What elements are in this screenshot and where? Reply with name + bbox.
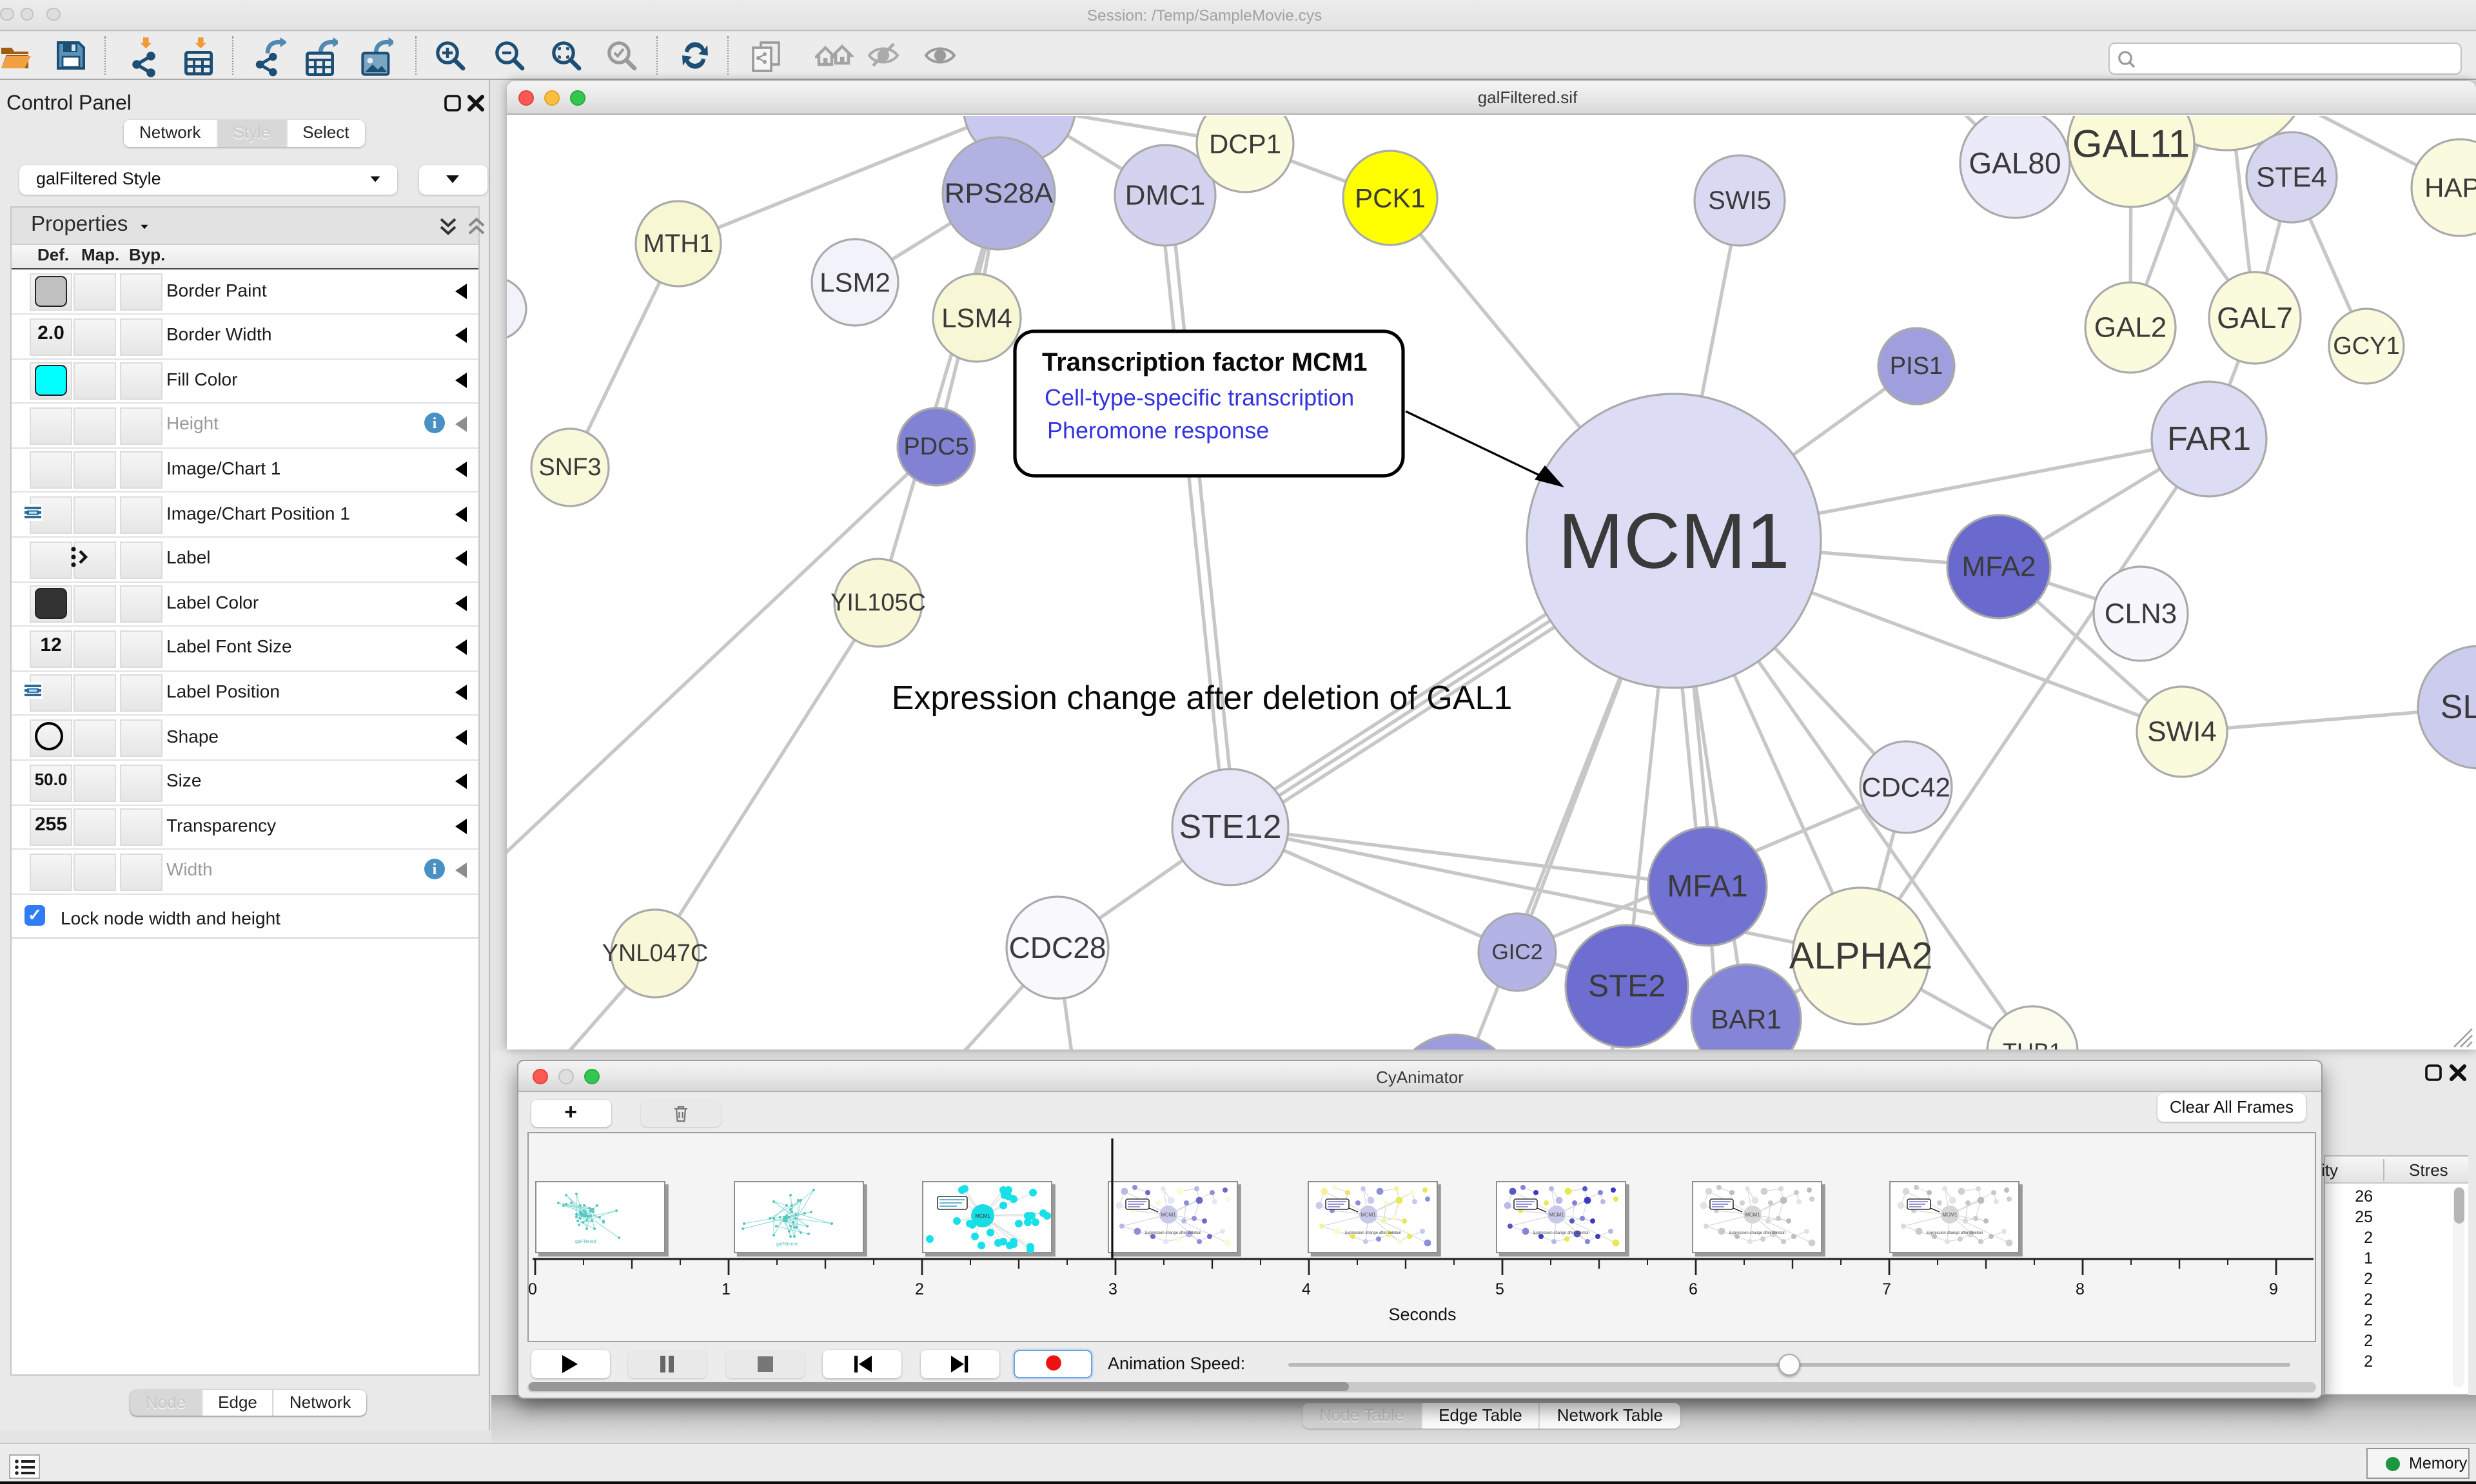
- svg-text:SLT2: SLT2: [2441, 688, 2476, 725]
- svg-text:CDC28: CDC28: [1009, 930, 1106, 964]
- svg-text:Expression change after deleti: Expression change after deletion: [1145, 1231, 1201, 1235]
- svg-text:Expression change after deleti: Expression change after deletion: [1729, 1231, 1785, 1235]
- svg-text:DCP1: DCP1: [1209, 128, 1281, 159]
- svg-text:PDC5: PDC5: [903, 433, 968, 460]
- svg-text:GCY1: GCY1: [2333, 332, 2399, 359]
- svg-text:MCM1: MCM1: [1160, 1211, 1175, 1217]
- svg-text:STE2: STE2: [1588, 969, 1665, 1003]
- svg-text:HAP2: HAP2: [2424, 172, 2476, 202]
- svg-text:BAR1: BAR1: [1711, 1004, 1782, 1034]
- svg-text:DMC1: DMC1: [1125, 179, 1206, 211]
- svg-text:ALPHA2: ALPHA2: [1789, 935, 1932, 977]
- svg-text:GAL80: GAL80: [1969, 146, 2061, 179]
- svg-text:TUB1: TUB1: [2003, 1038, 2062, 1050]
- svg-text:GIC2: GIC2: [1491, 939, 1542, 964]
- svg-text:YNL047C: YNL047C: [602, 939, 709, 966]
- svg-text:MFA1: MFA1: [1667, 869, 1747, 903]
- svg-text:SWI4: SWI4: [2147, 716, 2217, 747]
- svg-text:GAL2: GAL2: [2094, 311, 2167, 343]
- svg-text:MFA2: MFA2: [1962, 551, 2036, 582]
- svg-text:Expression change after deleti: Expression change after deletion: [1533, 1231, 1589, 1235]
- svg-text:LSM2: LSM2: [820, 267, 890, 297]
- svg-text:YIL105C: YIL105C: [830, 589, 926, 616]
- svg-text:MCM1: MCM1: [1361, 1211, 1376, 1217]
- svg-text:RPS28A: RPS28A: [945, 177, 1054, 209]
- svg-text:Expression change after deleti: Expression change after deletion: [1345, 1231, 1401, 1235]
- svg-text:STE4: STE4: [2256, 161, 2327, 193]
- svg-text:STE12: STE12: [1179, 808, 1282, 845]
- svg-text:MCM1: MCM1: [974, 1213, 990, 1218]
- svg-text:MTH1: MTH1: [644, 229, 714, 257]
- svg-text:Pheromone response: Pheromone response: [1047, 416, 1269, 443]
- svg-text:RPS28B: RPS28B: [965, 115, 1074, 122]
- svg-text:galFiltered: galFiltered: [776, 1242, 798, 1246]
- svg-text:PIS1: PIS1: [1890, 352, 1943, 379]
- svg-text:MCM1: MCM1: [1548, 1211, 1564, 1217]
- svg-text:Cell-type-specific transcripti: Cell-type-specific transcription: [1045, 384, 1354, 410]
- svg-text:SWI5: SWI5: [1708, 186, 1771, 214]
- svg-text:MCM1: MCM1: [1942, 1211, 1958, 1217]
- svg-text:Expression change after deleti: Expression change after deletion of GAL1: [892, 679, 1513, 716]
- svg-text:galFiltered: galFiltered: [575, 1239, 596, 1244]
- svg-text:MCM1: MCM1: [1745, 1211, 1760, 1217]
- svg-text:CLN3: CLN3: [2105, 598, 2177, 629]
- svg-text:SNF3: SNF3: [538, 453, 601, 480]
- svg-text:GAL7: GAL7: [2217, 300, 2293, 334]
- svg-text:Transcription factor MCM1: Transcription factor MCM1: [1042, 347, 1368, 376]
- svg-text:GAL11: GAL11: [2072, 122, 2190, 165]
- svg-text:FAR1: FAR1: [2167, 420, 2251, 457]
- svg-text:Expression change after deleti: Expression change after deletion: [1927, 1231, 1983, 1235]
- svg-text:CDC42: CDC42: [1862, 772, 1950, 802]
- svg-text:LSM4: LSM4: [941, 302, 1012, 333]
- svg-text:PCK1: PCK1: [1355, 182, 1426, 213]
- svg-text:MCM1: MCM1: [1558, 496, 1789, 584]
